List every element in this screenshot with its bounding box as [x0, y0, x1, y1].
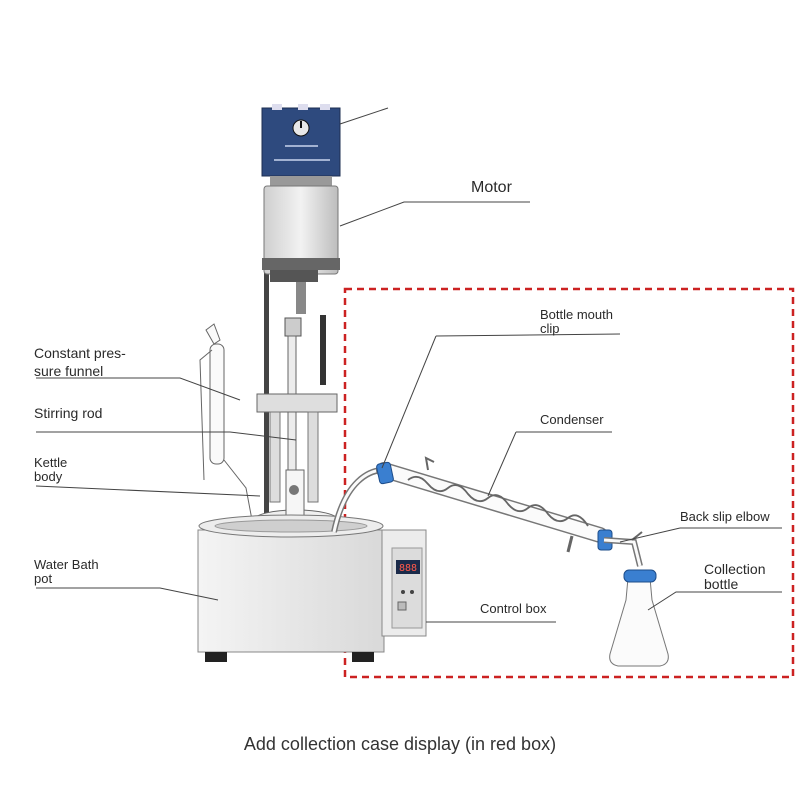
label-condenser: Condenser [540, 412, 604, 427]
water-bath [197, 514, 385, 662]
label-bottle-mouth-clip: Bottle mouth clip [540, 308, 613, 336]
pressure-funnel [199, 323, 253, 521]
caption: Add collection case display (in red box) [243, 734, 557, 754]
label-collection-line1: Collection [704, 561, 766, 577]
bottle-mouth-clip-icon [376, 461, 394, 485]
label-pressure-funnel-line2: sure funnel [34, 363, 104, 379]
label-kettle-line2: body [34, 469, 63, 484]
label-water-line2: pot [34, 571, 53, 586]
label-pressure-funnel: Constant pres- sure funnel [34, 344, 126, 380]
label-water-line1: Water Bath [34, 557, 99, 572]
label-water-bath: Water Bath pot [34, 558, 99, 586]
label-back-slip-elbow: Back slip elbow [680, 509, 770, 524]
label-kettle-line1: Kettle [34, 455, 68, 470]
label-control-box: Control box [480, 601, 547, 616]
digital-display [396, 560, 420, 574]
motor-body [262, 185, 340, 314]
highlight-box [343, 287, 795, 679]
leader-lines [35, 107, 782, 623]
label-stirring-rod: Stirring rod [34, 405, 103, 421]
label-bottle-clip-line1: Bottle mouth [540, 307, 613, 322]
display-readout: 888 [399, 563, 417, 574]
label-bottle-clip-line2: clip [540, 321, 560, 336]
condenser [376, 456, 608, 553]
label-kettle-body: Kettle body [34, 456, 67, 484]
speed-controller [261, 104, 341, 186]
stirring-shaft [256, 317, 338, 537]
label-collection-bottle: Collection bottle [704, 562, 765, 592]
label-collection-line2: bottle [704, 576, 739, 592]
label-motor: Motor [471, 179, 512, 196]
label-pressure-funnel-line1: Constant pres- [34, 345, 126, 361]
control-box: 888 [381, 529, 427, 637]
collection-flask [609, 569, 669, 667]
